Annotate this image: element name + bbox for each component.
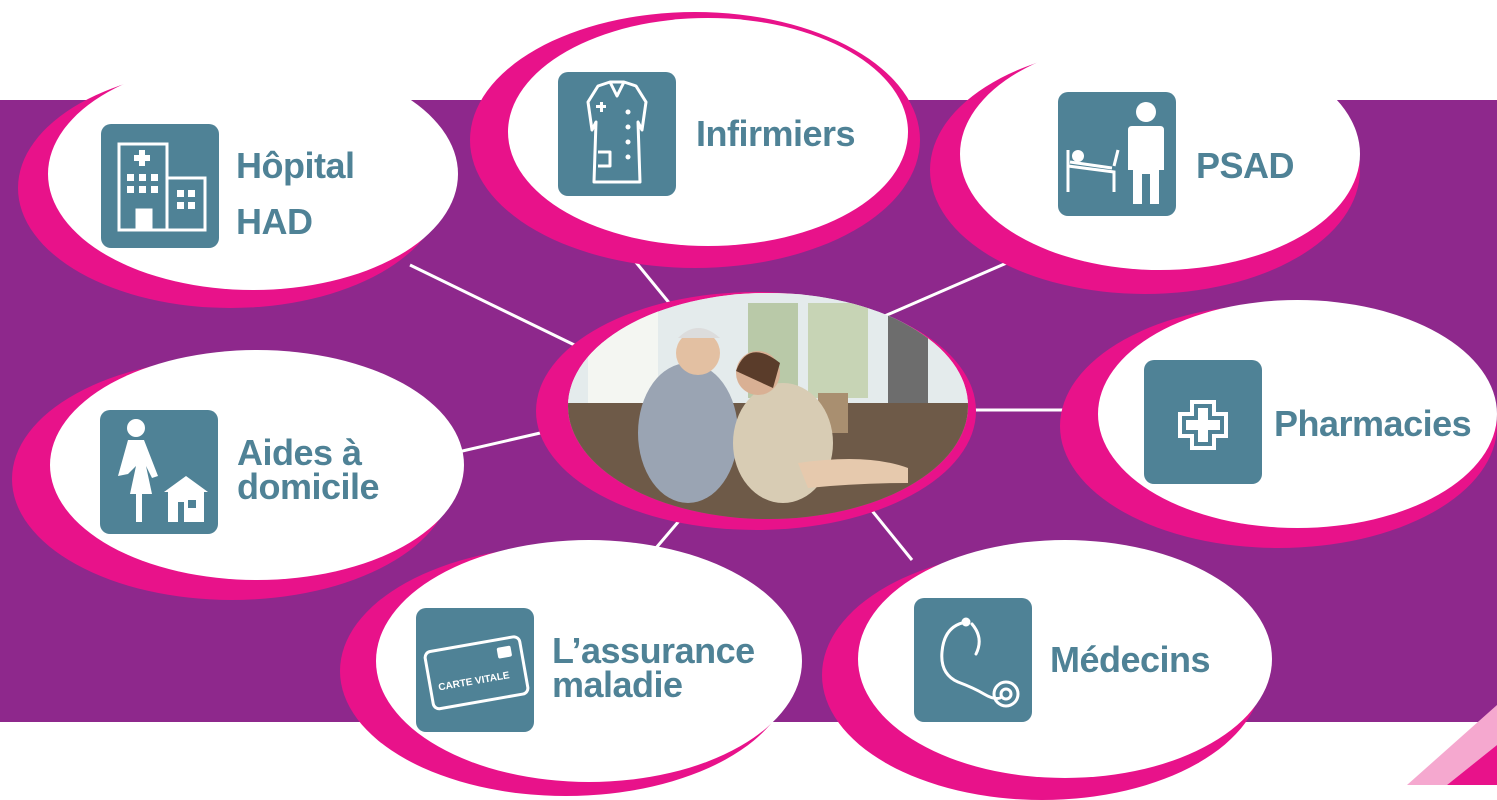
pharmacy-cross-icon [1144, 360, 1262, 484]
node-pharmacies[interactable]: Pharmacies [1060, 300, 1497, 548]
label-infirmiers: Infirmiers [696, 113, 856, 154]
node-psad[interactable]: PSAD [930, 38, 1370, 294]
label-psad: PSAD [1196, 145, 1295, 186]
couple-photo [568, 293, 968, 519]
label-assurance-line1: L’assurance [552, 630, 755, 671]
node-aides[interactable]: Aides à domicile [12, 350, 464, 600]
nurse-uniform-icon [558, 72, 676, 196]
label-hopital-line1: Hôpital [236, 145, 355, 186]
card-text: CARTE VITALE [438, 670, 511, 693]
label-assurance: L’assurance maladie [552, 630, 755, 705]
patient-bed-icon [1058, 92, 1176, 216]
node-infirmiers[interactable]: Infirmiers [470, 12, 932, 268]
label-aides-line2: domicile [237, 466, 380, 507]
hospital-icon [101, 124, 219, 248]
health-card-icon: CARTE VITALE [416, 608, 534, 732]
label-assurance-line2: maladie [552, 664, 683, 705]
node-hopital[interactable]: Hôpital HAD [18, 58, 458, 308]
corner-decoration [1407, 705, 1497, 785]
label-aides: Aides à domicile [237, 432, 380, 507]
label-hopital-line2: HAD [236, 201, 313, 242]
node-assurance[interactable]: CARTE VITALE L’assurance maladie [340, 540, 802, 796]
label-hopital: Hôpital HAD [236, 144, 355, 244]
home-aide-icon [100, 410, 218, 534]
label-medecins: Médecins [1050, 639, 1211, 680]
link-hopital [409, 263, 596, 357]
node-medecins[interactable]: Médecins [822, 540, 1272, 800]
label-aides-line1: Aides à [237, 432, 362, 473]
stethoscope-icon [914, 598, 1032, 722]
label-pharmacies: Pharmacies [1274, 403, 1472, 444]
